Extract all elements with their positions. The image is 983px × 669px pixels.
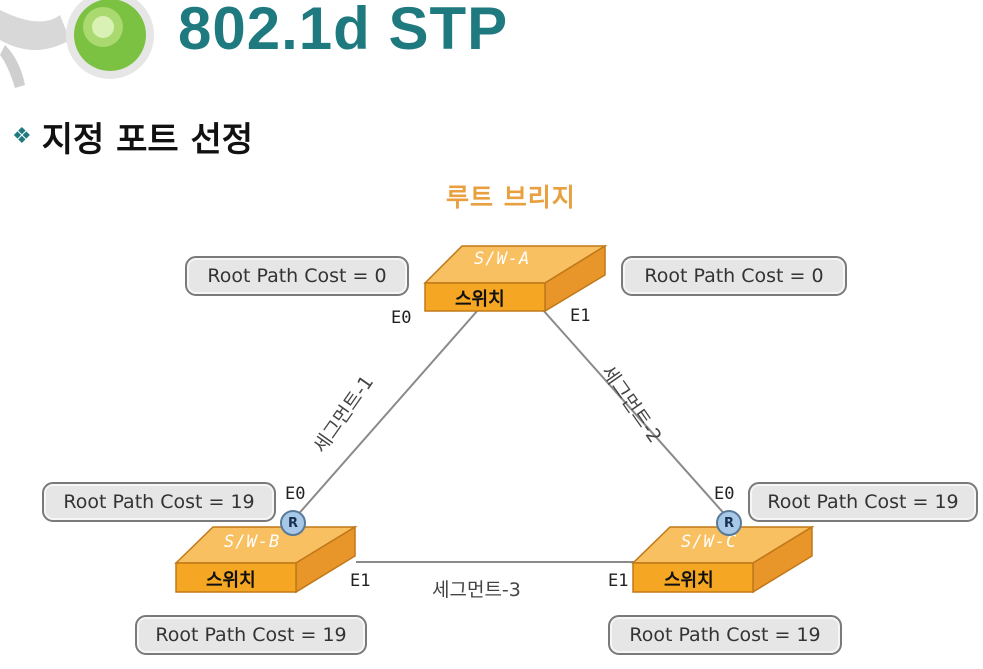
switch-a-top-label: S/W-A <box>474 249 531 269</box>
port-b-e0: E0 <box>285 484 306 504</box>
segment-2-link <box>542 309 729 519</box>
switch-a <box>423 244 608 313</box>
switch-a-front-label: 스위치 <box>455 289 505 310</box>
switch-b-top-label: S/W-B <box>224 532 281 552</box>
cost-box-c-top: Root Path Cost = 19 <box>748 482 978 522</box>
port-b-e1: E1 <box>350 571 371 591</box>
section-heading: ❖ 지정 포트 선정 <box>12 112 253 161</box>
port-a-e0: E0 <box>391 308 412 328</box>
switch-c-front-label: 스위치 <box>664 570 714 591</box>
root-port-badge-b: R <box>280 510 306 536</box>
root-port-badge-c: R <box>716 510 742 536</box>
switch-b <box>174 525 358 594</box>
leaf-shape-small <box>0 45 25 88</box>
switch-b-front-label: 스위치 <box>206 570 256 591</box>
logo-highlight-inner <box>92 16 114 38</box>
cost-box-c-bottom: Root Path Cost = 19 <box>608 615 842 655</box>
leaf-shape <box>0 10 70 50</box>
port-c-e0: E0 <box>714 484 735 504</box>
section-heading-text: 지정 포트 선정 <box>41 120 254 160</box>
root-bridge-label: 루트 브리지 <box>446 183 576 212</box>
cost-box-a-right: Root Path Cost = 0 <box>621 256 847 296</box>
cost-box-a-left: Root Path Cost = 0 <box>185 256 409 296</box>
port-a-e1: E1 <box>570 306 591 326</box>
segment-3-label: 세그먼트-3 <box>432 579 521 601</box>
page-title: 802.1d STP <box>178 0 509 62</box>
switch-c-front <box>632 562 754 593</box>
cost-box-b-top: Root Path Cost = 19 <box>42 482 276 522</box>
switch-b-front <box>175 562 297 593</box>
segment-1-link <box>294 309 479 519</box>
diamond-bullet-icon: ❖ <box>12 124 32 149</box>
switch-c-top-label: S/W-C <box>681 532 738 552</box>
switch-c <box>631 525 815 594</box>
switch-a-front <box>424 282 546 312</box>
cost-box-b-bottom: Root Path Cost = 19 <box>135 615 367 655</box>
port-c-e1: E1 <box>608 571 629 591</box>
